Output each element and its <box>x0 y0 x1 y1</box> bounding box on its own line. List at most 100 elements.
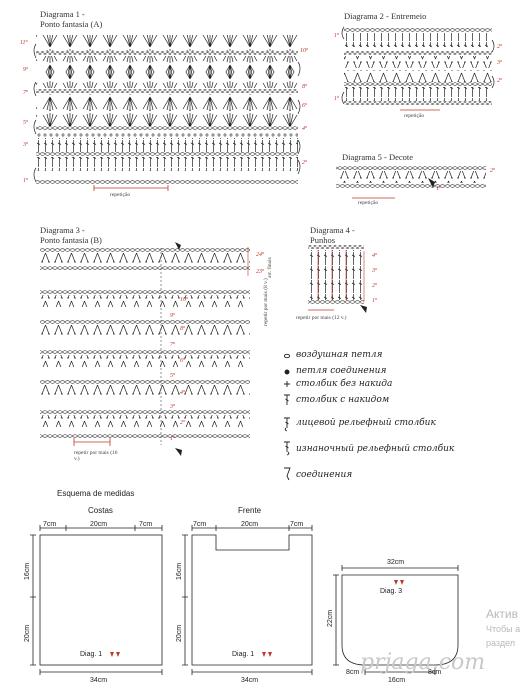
diagram-1-chart <box>33 35 301 191</box>
sleeve-height: 22cm <box>327 609 334 627</box>
legend-chain: воздушная петля <box>296 350 383 360</box>
d1-row-3: 3ª <box>23 142 28 148</box>
slip-stitch-icon <box>284 369 290 375</box>
d4-row-1: 1ª <box>372 298 377 304</box>
d1-row-2: 2ª <box>302 160 307 166</box>
diagram-2-title: Diagrama 2 - Entremeio <box>344 11 427 21</box>
d3-row-23: 23ª <box>256 269 264 275</box>
diagram-3-title: Diagrama 3 - <box>40 225 85 235</box>
diagram-5-repeat: repetição <box>358 200 379 206</box>
d1-row-5: 5ª <box>23 120 28 126</box>
diagram-4-repeat: repetir por mais (12 v.) <box>296 315 347 321</box>
d1-row-8: 8ª <box>302 84 307 90</box>
diagram-4-chart <box>308 245 367 313</box>
d1-row-4: 4ª <box>302 126 307 132</box>
frente-diag: Diag. 1 <box>232 651 255 658</box>
d3-row-1: 1ª <box>170 436 175 442</box>
diagram-1-repeat: repetição <box>110 192 131 198</box>
d3-row-3: 3ª <box>170 404 175 410</box>
d1-row-6: 6ª <box>302 103 307 109</box>
d3-row-8: 8ª <box>180 326 185 332</box>
d1-row-7: 7ª <box>23 90 28 96</box>
sleeve-top: 32cm <box>387 559 405 566</box>
schema-title: Esquema de medidas <box>57 489 135 498</box>
diag-arrows <box>110 580 404 657</box>
sleeve-b-left: 8cm <box>346 669 360 676</box>
diagram-4-subtitle: Punhos <box>310 235 336 245</box>
d1-row-1: 1ª <box>23 178 28 184</box>
d5-row-1: 1ª <box>436 186 441 192</box>
diagram-2-repeat: repetição <box>404 113 425 119</box>
d4-row-2: 2ª <box>372 283 377 289</box>
costas-h-bottom: 20cm <box>24 624 31 642</box>
costas-diag: Diag. 1 <box>80 651 103 658</box>
legend-slip: петля соединения <box>296 366 387 376</box>
site-watermark: prjaga.com <box>360 650 486 675</box>
sleeve-diag: Diag. 3 <box>380 588 403 595</box>
diagram-3-side-note: arr. finais <box>267 257 273 278</box>
double-crochet-icon <box>284 394 290 405</box>
diagram-4-title: Diagrama 4 - <box>310 225 355 235</box>
legend-sc: столбик без накида <box>296 379 393 389</box>
d3-row-5: 5ª <box>170 373 175 379</box>
d3-row-24: 24ª <box>256 252 264 258</box>
watermark-line1: Актив <box>486 607 518 621</box>
costas-w-left: 7cm <box>43 521 57 528</box>
diagram-5-title: Diagrama 5 - Decote <box>342 152 414 162</box>
sleeve-b-mid: 16cm <box>388 677 406 684</box>
d1-row-10: 10ª <box>300 48 308 54</box>
d3-row-7: 7ª <box>170 342 175 348</box>
costas-h-top: 16cm <box>24 562 31 580</box>
frente-h-bottom: 20cm <box>176 624 183 642</box>
d3-row-2: 2ª <box>180 420 185 426</box>
diagram-1-title: Diagrama 1 - <box>40 9 85 19</box>
sleeve-b-right: 8cm <box>428 669 442 676</box>
legend-symbols <box>283 353 291 481</box>
diagram-2-chart <box>341 26 495 111</box>
diagram-3-repeat-top: repetir por mais (8 v.) <box>263 278 269 326</box>
d5-row-2: 2ª <box>490 168 495 174</box>
single-crochet-icon <box>284 381 290 387</box>
d3-row-6: 6ª <box>180 358 185 364</box>
d2-row-c: 3ª <box>497 60 502 66</box>
diagram-3-chart <box>40 242 250 456</box>
frente-h-top: 16cm <box>176 562 183 580</box>
d1-row-11: 11ª <box>20 40 28 46</box>
frente-schematic <box>182 525 313 675</box>
d1-row-9: 9ª <box>23 67 28 73</box>
legend-dc: столбик с накидом <box>296 395 390 405</box>
diagram-3-repeat-bottom: repetir por mais (16 v.) <box>74 450 118 463</box>
d2-row-b: 2ª <box>497 44 502 50</box>
d3-row-4: 4ª <box>180 390 185 396</box>
diagram-5-chart <box>336 166 486 199</box>
watermark-line2: Чтобы а <box>486 624 521 634</box>
d2-row-e: 1ª <box>334 96 339 102</box>
legend-join: соединения <box>296 470 353 480</box>
sleeve-schematic <box>333 565 459 675</box>
costas-schematic <box>30 525 163 675</box>
join-icon <box>284 467 291 481</box>
frente-bottom: 34cm <box>241 677 259 684</box>
d2-row-d: 2ª <box>497 78 502 84</box>
watermark-line3: раздел <box>486 638 516 648</box>
front-post-icon <box>284 417 290 432</box>
legend-bp: изнаночный рельефный столбик <box>296 444 455 454</box>
d3-row-10: 10ª <box>180 297 188 303</box>
costas-w-mid: 20cm <box>90 521 108 528</box>
costas-w-right: 7cm <box>139 521 153 528</box>
frente-w-mid: 20cm <box>241 521 259 528</box>
costas-label: Costas <box>88 506 113 515</box>
d4-row-4: 4ª <box>372 253 377 259</box>
frente-label: Frente <box>238 506 262 515</box>
d4-row-3: 3ª <box>372 268 377 274</box>
back-post-icon <box>284 441 290 456</box>
diagram-3-subtitle: Ponto fantasia (B) <box>40 235 102 245</box>
diagram-1-subtitle: Ponto fantasia (A) <box>40 19 103 29</box>
chain-stitch-icon <box>283 353 291 359</box>
d2-row-a: 1ª <box>334 33 339 39</box>
legend-fp: лицевой рельефный столбик <box>296 418 436 428</box>
d3-row-9: 9ª <box>170 313 175 319</box>
frente-w-right: 7cm <box>290 521 304 528</box>
costas-bottom: 34cm <box>90 677 108 684</box>
